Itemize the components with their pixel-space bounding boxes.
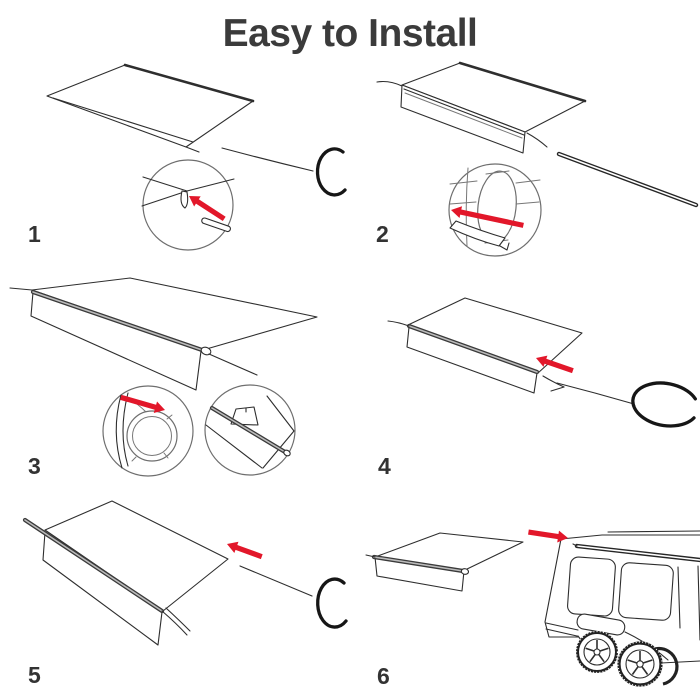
step-3-illustration bbox=[9, 277, 318, 477]
red-arrow-icon bbox=[227, 541, 263, 560]
rv-wheel bbox=[575, 630, 619, 674]
awning-fabric-sheet bbox=[46, 63, 255, 153]
pull-ring-icon bbox=[631, 381, 697, 428]
red-arrow-icon bbox=[189, 196, 226, 222]
pull-cord bbox=[221, 147, 314, 172]
rv-trailer bbox=[544, 530, 700, 687]
red-arrow-icon bbox=[536, 355, 574, 374]
step-2-illustration bbox=[376, 61, 699, 257]
step-5-number: 5 bbox=[28, 662, 41, 688]
pull-cord bbox=[239, 565, 313, 597]
step-6-number: 6 bbox=[377, 663, 390, 689]
step-1-illustration bbox=[46, 63, 347, 251]
step-4-illustration bbox=[387, 297, 697, 428]
fabric-pocket bbox=[180, 190, 189, 209]
roller-tube-cross-section bbox=[126, 410, 178, 462]
awning-on-rail bbox=[387, 297, 583, 394]
awning-with-roller-tube bbox=[9, 277, 318, 391]
magnifier-detail-circle bbox=[141, 159, 235, 251]
awning-fabric-rolled-edge bbox=[376, 61, 587, 154]
step-6-illustration bbox=[365, 529, 700, 687]
step-1-number: 1 bbox=[28, 221, 41, 247]
tube-end-cap bbox=[200, 346, 212, 356]
magnifier-tube-profile-circle bbox=[102, 385, 194, 477]
rv-window bbox=[618, 562, 674, 621]
rv-window bbox=[567, 556, 616, 617]
rv-wheel bbox=[617, 641, 663, 687]
awning-assembly bbox=[365, 532, 524, 592]
step-3-number: 3 bbox=[28, 453, 41, 479]
awning-pull-rod bbox=[556, 151, 699, 208]
magnifier-rod-channel-circle bbox=[204, 384, 296, 476]
red-arrow-icon bbox=[120, 394, 165, 414]
rear-wheel-partial bbox=[654, 646, 679, 686]
red-arrow-icon bbox=[528, 529, 568, 543]
step-4-number: 4 bbox=[378, 453, 391, 479]
pull-cord bbox=[208, 353, 258, 376]
page-title: Easy to Install bbox=[222, 12, 478, 55]
step-2-number: 2 bbox=[376, 221, 389, 247]
pull-ring-icon bbox=[315, 147, 347, 197]
pull-ring-icon bbox=[316, 577, 348, 629]
rolled-awning bbox=[22, 500, 229, 646]
awning-rail-on-roof bbox=[572, 543, 700, 563]
step-5-illustration bbox=[22, 500, 348, 646]
magnifier-detail-circle bbox=[448, 163, 542, 257]
pull-strap bbox=[449, 220, 506, 247]
red-arrow-icon bbox=[451, 206, 524, 228]
pull-rod bbox=[201, 217, 231, 233]
pull-cord bbox=[542, 375, 635, 405]
